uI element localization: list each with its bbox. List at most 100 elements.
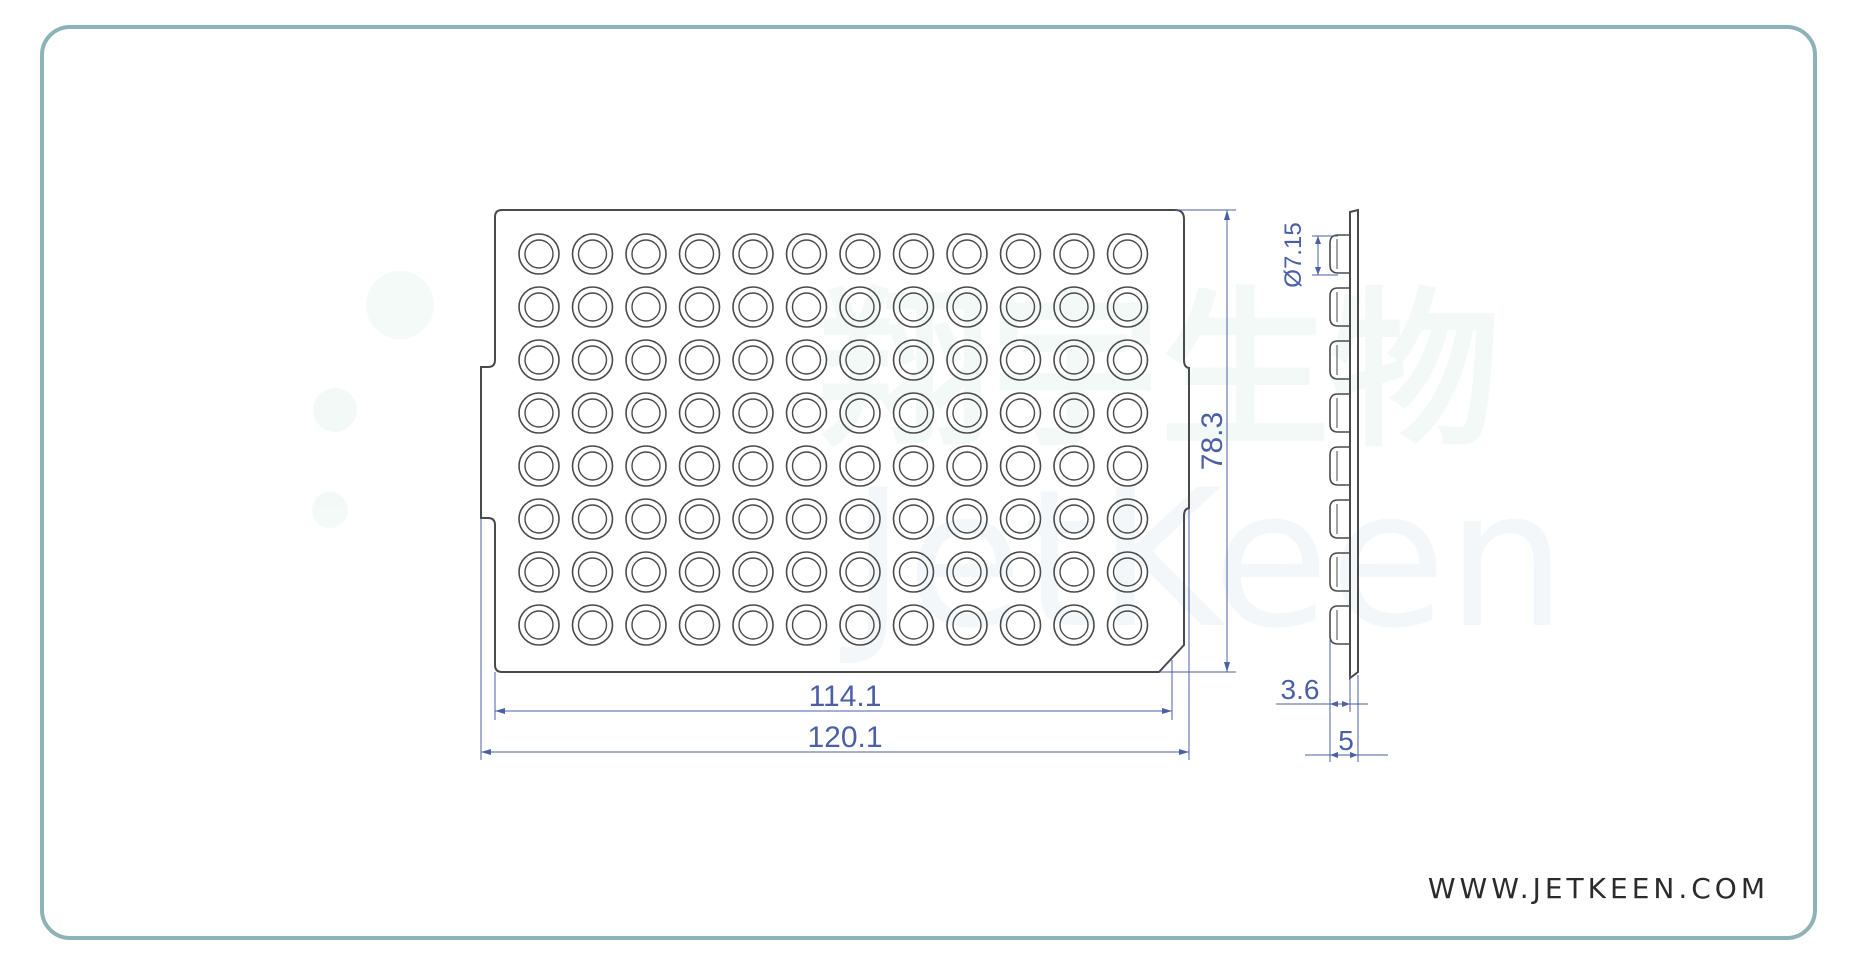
well-outer-ring — [732, 339, 774, 381]
well-inner-ring — [524, 345, 554, 375]
well-outer-ring — [518, 445, 560, 487]
well-outer-ring — [625, 286, 667, 328]
well-outer-ring — [946, 498, 988, 540]
well-inner-ring — [952, 557, 982, 587]
well-inner-ring — [524, 451, 554, 481]
well-outer-ring — [999, 604, 1042, 646]
well-outer-ring — [1106, 604, 1149, 646]
well-inner-ring — [1005, 451, 1036, 481]
well-outer-ring — [1053, 551, 1095, 593]
well-inner-ring — [845, 451, 875, 481]
well-inner-ring — [631, 239, 661, 269]
well-inner-ring — [1059, 610, 1089, 640]
well-inner-ring — [1005, 610, 1036, 640]
well-inner-ring — [952, 451, 982, 481]
well-outer-ring — [946, 551, 988, 593]
well-outer-ring — [518, 392, 560, 434]
well-outer-ring — [518, 233, 560, 275]
well-inner-ring — [898, 292, 929, 322]
well-outer-ring — [678, 445, 721, 487]
well-inner-ring — [791, 610, 822, 640]
well-outer-ring — [1053, 445, 1095, 487]
well-inner-ring — [684, 451, 715, 481]
well-outer-ring — [518, 286, 560, 328]
well-inner-ring — [898, 239, 929, 269]
well-outer-ring — [785, 233, 828, 275]
well-inner-ring — [577, 292, 608, 322]
well-outer-ring — [839, 604, 881, 646]
well-inner-ring — [791, 557, 822, 587]
side-profile — [1329, 208, 1359, 680]
watermark-en: JetKeen — [840, 449, 1567, 670]
well-inner-ring — [631, 504, 661, 534]
well-outer-ring — [678, 498, 721, 540]
well-outer-ring — [946, 233, 988, 275]
well-inner-ring — [1005, 557, 1036, 587]
well-inner-ring — [684, 610, 715, 640]
well-inner-ring — [898, 398, 929, 428]
well-inner-ring — [738, 451, 768, 481]
well-outer-ring — [1053, 339, 1095, 381]
well-outer-ring — [1053, 392, 1095, 434]
profile-well — [1329, 340, 1350, 380]
well-outer-ring — [678, 551, 721, 593]
well-inner-ring — [577, 239, 608, 269]
watermark-dot-3 — [312, 492, 348, 528]
well-outer-ring — [1106, 551, 1149, 593]
well-inner-ring — [738, 610, 768, 640]
well-outer-ring — [732, 286, 774, 328]
well-inner-ring — [1059, 504, 1089, 534]
well-inner-ring — [845, 345, 875, 375]
well-inner-ring — [952, 398, 982, 428]
well-inner-ring — [791, 398, 822, 428]
well-inner-ring — [738, 398, 768, 428]
dimension-height: 78.3 — [1159, 209, 1236, 673]
well-inner-ring — [791, 345, 822, 375]
website-url: WWW.JETKEEN.COM — [1427, 872, 1769, 905]
well-outer-ring — [571, 286, 614, 328]
well-inner-ring — [631, 398, 661, 428]
profile-step-label: 3.6 — [1281, 674, 1320, 705]
well-inner-ring — [791, 239, 822, 269]
profile-well — [1329, 393, 1350, 433]
well-outer-ring — [625, 498, 667, 540]
inner-width-label: 114.1 — [809, 680, 882, 713]
well-outer-ring — [732, 498, 774, 540]
well-outer-ring — [892, 445, 935, 487]
well-outer-ring — [732, 551, 774, 593]
well-outer-ring — [1106, 233, 1149, 275]
well-outer-ring — [892, 339, 935, 381]
dimension-outer-width: 120.1 — [480, 508, 1190, 760]
well-outer-ring — [999, 551, 1042, 593]
profile-well — [1329, 446, 1350, 486]
well-outer-ring — [625, 445, 667, 487]
well-inner-ring — [1059, 451, 1089, 481]
well-outer-ring — [946, 445, 988, 487]
well-inner-ring — [631, 292, 661, 322]
well-outer-ring — [1053, 498, 1095, 540]
well-outer-ring — [678, 604, 721, 646]
well-inner-ring — [684, 345, 715, 375]
well-inner-ring — [1005, 345, 1036, 375]
well-inner-ring — [524, 239, 554, 269]
well-inner-ring — [524, 398, 554, 428]
well-outer-ring — [785, 445, 828, 487]
profile-well — [1329, 605, 1350, 645]
well-outer-ring — [839, 551, 881, 593]
profile-well — [1329, 234, 1350, 274]
well-outer-ring — [999, 339, 1042, 381]
well-inner-ring — [1112, 292, 1143, 322]
well-outer-ring — [785, 392, 828, 434]
dimension-profile-thickness: 5 — [1305, 675, 1388, 762]
well-outer-ring — [732, 604, 774, 646]
well-inner-ring — [524, 292, 554, 322]
well-outer-ring — [571, 392, 614, 434]
well-outer-ring — [839, 286, 881, 328]
well-inner-ring — [898, 451, 929, 481]
well-inner-ring — [577, 557, 608, 587]
well-outer-ring — [892, 498, 935, 540]
well-inner-ring — [1112, 239, 1143, 269]
dimension-inner-width: 114.1 — [494, 660, 1173, 720]
well-inner-ring — [952, 345, 982, 375]
well-outer-ring — [785, 339, 828, 381]
